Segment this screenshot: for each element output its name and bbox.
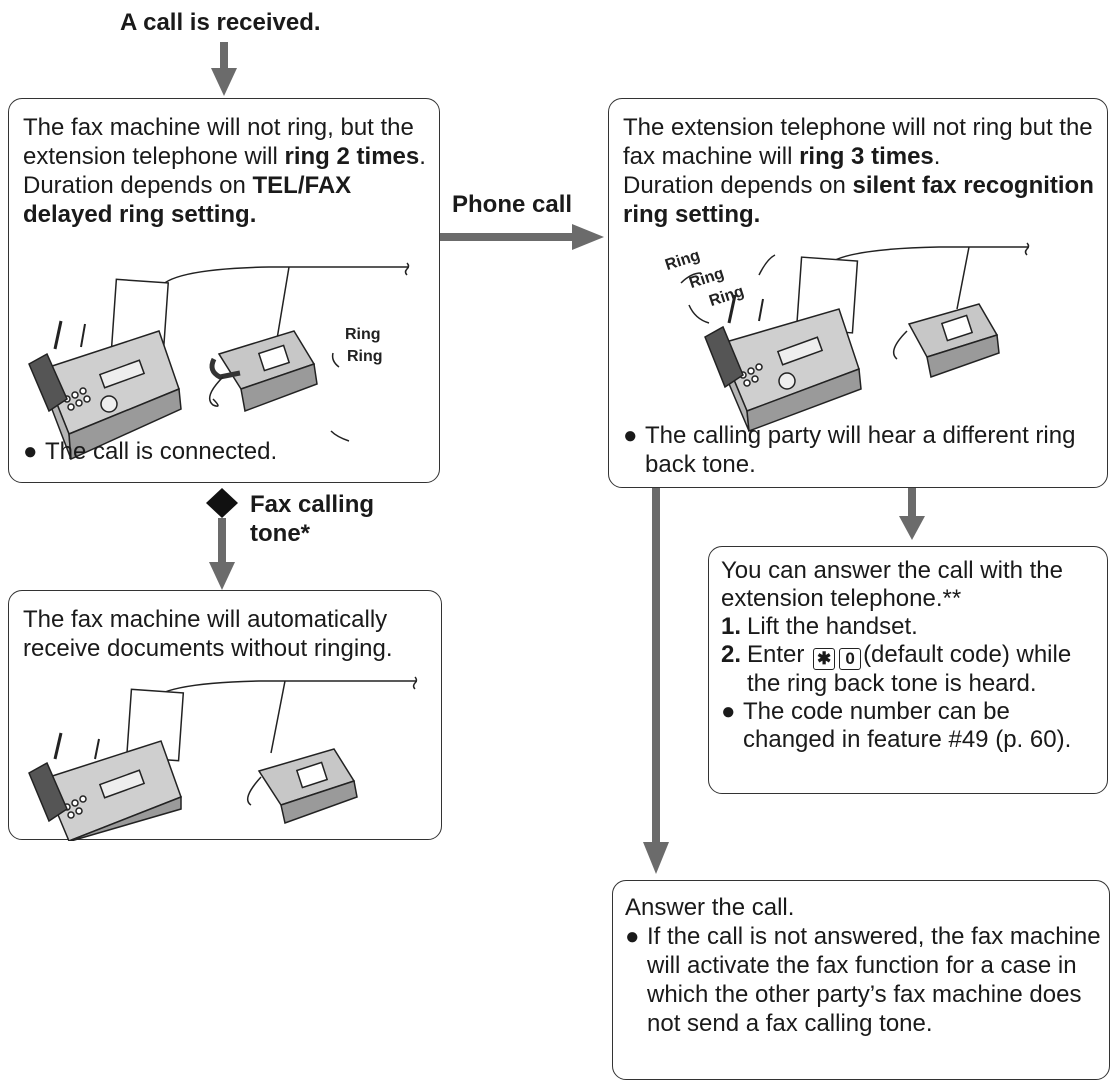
box-auto-receive: The fax machine will automatically recei… <box>8 590 442 841</box>
arrow-fax-shaft <box>218 518 226 570</box>
arrow-start-head <box>211 68 237 96</box>
fax-ringing-illustration <box>680 242 1030 433</box>
step-2-enter: Enter <box>747 641 805 668</box>
step-2-body: Enter ✱0(default code) while the ring ba… <box>747 641 1105 698</box>
arrow-fax-head <box>209 562 235 590</box>
bullet-dot: ● <box>23 438 38 465</box>
duration-text: Duration depends on <box>623 172 853 199</box>
box-answer-extension: You can answer the call with the extensi… <box>708 546 1108 794</box>
setting-highlight: TEL/FAX delayed ring setting. <box>23 172 352 228</box>
fax-calling-tone-line1: Fax calling <box>250 491 375 518</box>
arrow-phone-call-shaft <box>440 233 580 241</box>
step-1-text: Lift the handset. <box>747 613 918 640</box>
code-change-text: The code number can be changed in featur… <box>743 698 1072 753</box>
arrow-start-shaft <box>220 42 228 74</box>
fax-auto-receive-illustration <box>28 676 418 841</box>
phone-call-label: Phone call <box>452 191 573 218</box>
arrow-right-mid-shaft <box>908 488 916 524</box>
ring-count-highlight: ring 2 times <box>284 143 420 170</box>
arrow-right-bottom-head <box>643 842 669 874</box>
bullet-dot: ● <box>625 923 640 950</box>
box-fax-rings: The extension telephone will not ring bu… <box>608 98 1108 488</box>
duration-text: Duration depends on <box>23 172 253 199</box>
answer-extension-intro: You can answer the call with the extensi… <box>721 557 1063 612</box>
box-fax-rings-text: The extension telephone will not ring bu… <box>623 114 1093 170</box>
arrow-right-mid-head <box>899 516 925 540</box>
step-2: 2. Enter ✱0(default code) while the ring… <box>721 641 1105 698</box>
arrow-right-bottom-shaft-visible <box>652 488 660 848</box>
box-answer-call: Answer the call. ● If the call is not an… <box>612 880 1110 1080</box>
start-label: A call is received. <box>120 9 321 36</box>
fax-calling-tone-label: Fax calling tone* <box>250 490 374 548</box>
step-2-text: (default code) while the ring back tone … <box>747 641 1072 697</box>
sentence-end: . <box>933 143 941 170</box>
step-1: 1. Lift the handset. <box>721 613 1105 641</box>
step-2-number: 2. <box>721 641 742 668</box>
ring-count-highlight: ring 3 times <box>799 143 934 170</box>
unanswered-note: ● If the call is not answered, the fax m… <box>625 922 1105 1038</box>
ring-back-tone-text: The calling party will hear a different … <box>645 422 1076 478</box>
unanswered-text: If the call is not answered, the fax mac… <box>647 923 1101 1037</box>
ring-sound-1: Ring <box>345 326 381 343</box>
step-1-number: 1. <box>721 613 742 640</box>
code-change-note: ● The code number can be changed in feat… <box>721 698 1105 754</box>
setting-highlight: silent fax recognition ring setting. <box>623 172 1094 228</box>
ring-sound-2: Ring <box>347 348 383 365</box>
fax-calling-tone-line2: tone* <box>250 520 310 547</box>
answer-call-intro: Answer the call. <box>625 894 795 921</box>
bullet-dot: ● <box>623 422 638 449</box>
box-extension-rings-text: The fax machine will not ring, but the e… <box>23 114 414 170</box>
fax-and-phone-illustration <box>28 262 410 461</box>
bullet-dot: ● <box>721 698 736 725</box>
decision-diamond <box>206 488 238 518</box>
arrow-phone-call-head <box>572 224 604 250</box>
sentence-end: . <box>419 143 426 170</box>
cordless-handset <box>28 352 68 413</box>
auto-receive-text: The fax machine will automatically recei… <box>23 606 393 662</box>
call-connected-text: The call is connected. <box>45 438 278 465</box>
box-extension-rings: The fax machine will not ring, but the e… <box>8 98 440 483</box>
